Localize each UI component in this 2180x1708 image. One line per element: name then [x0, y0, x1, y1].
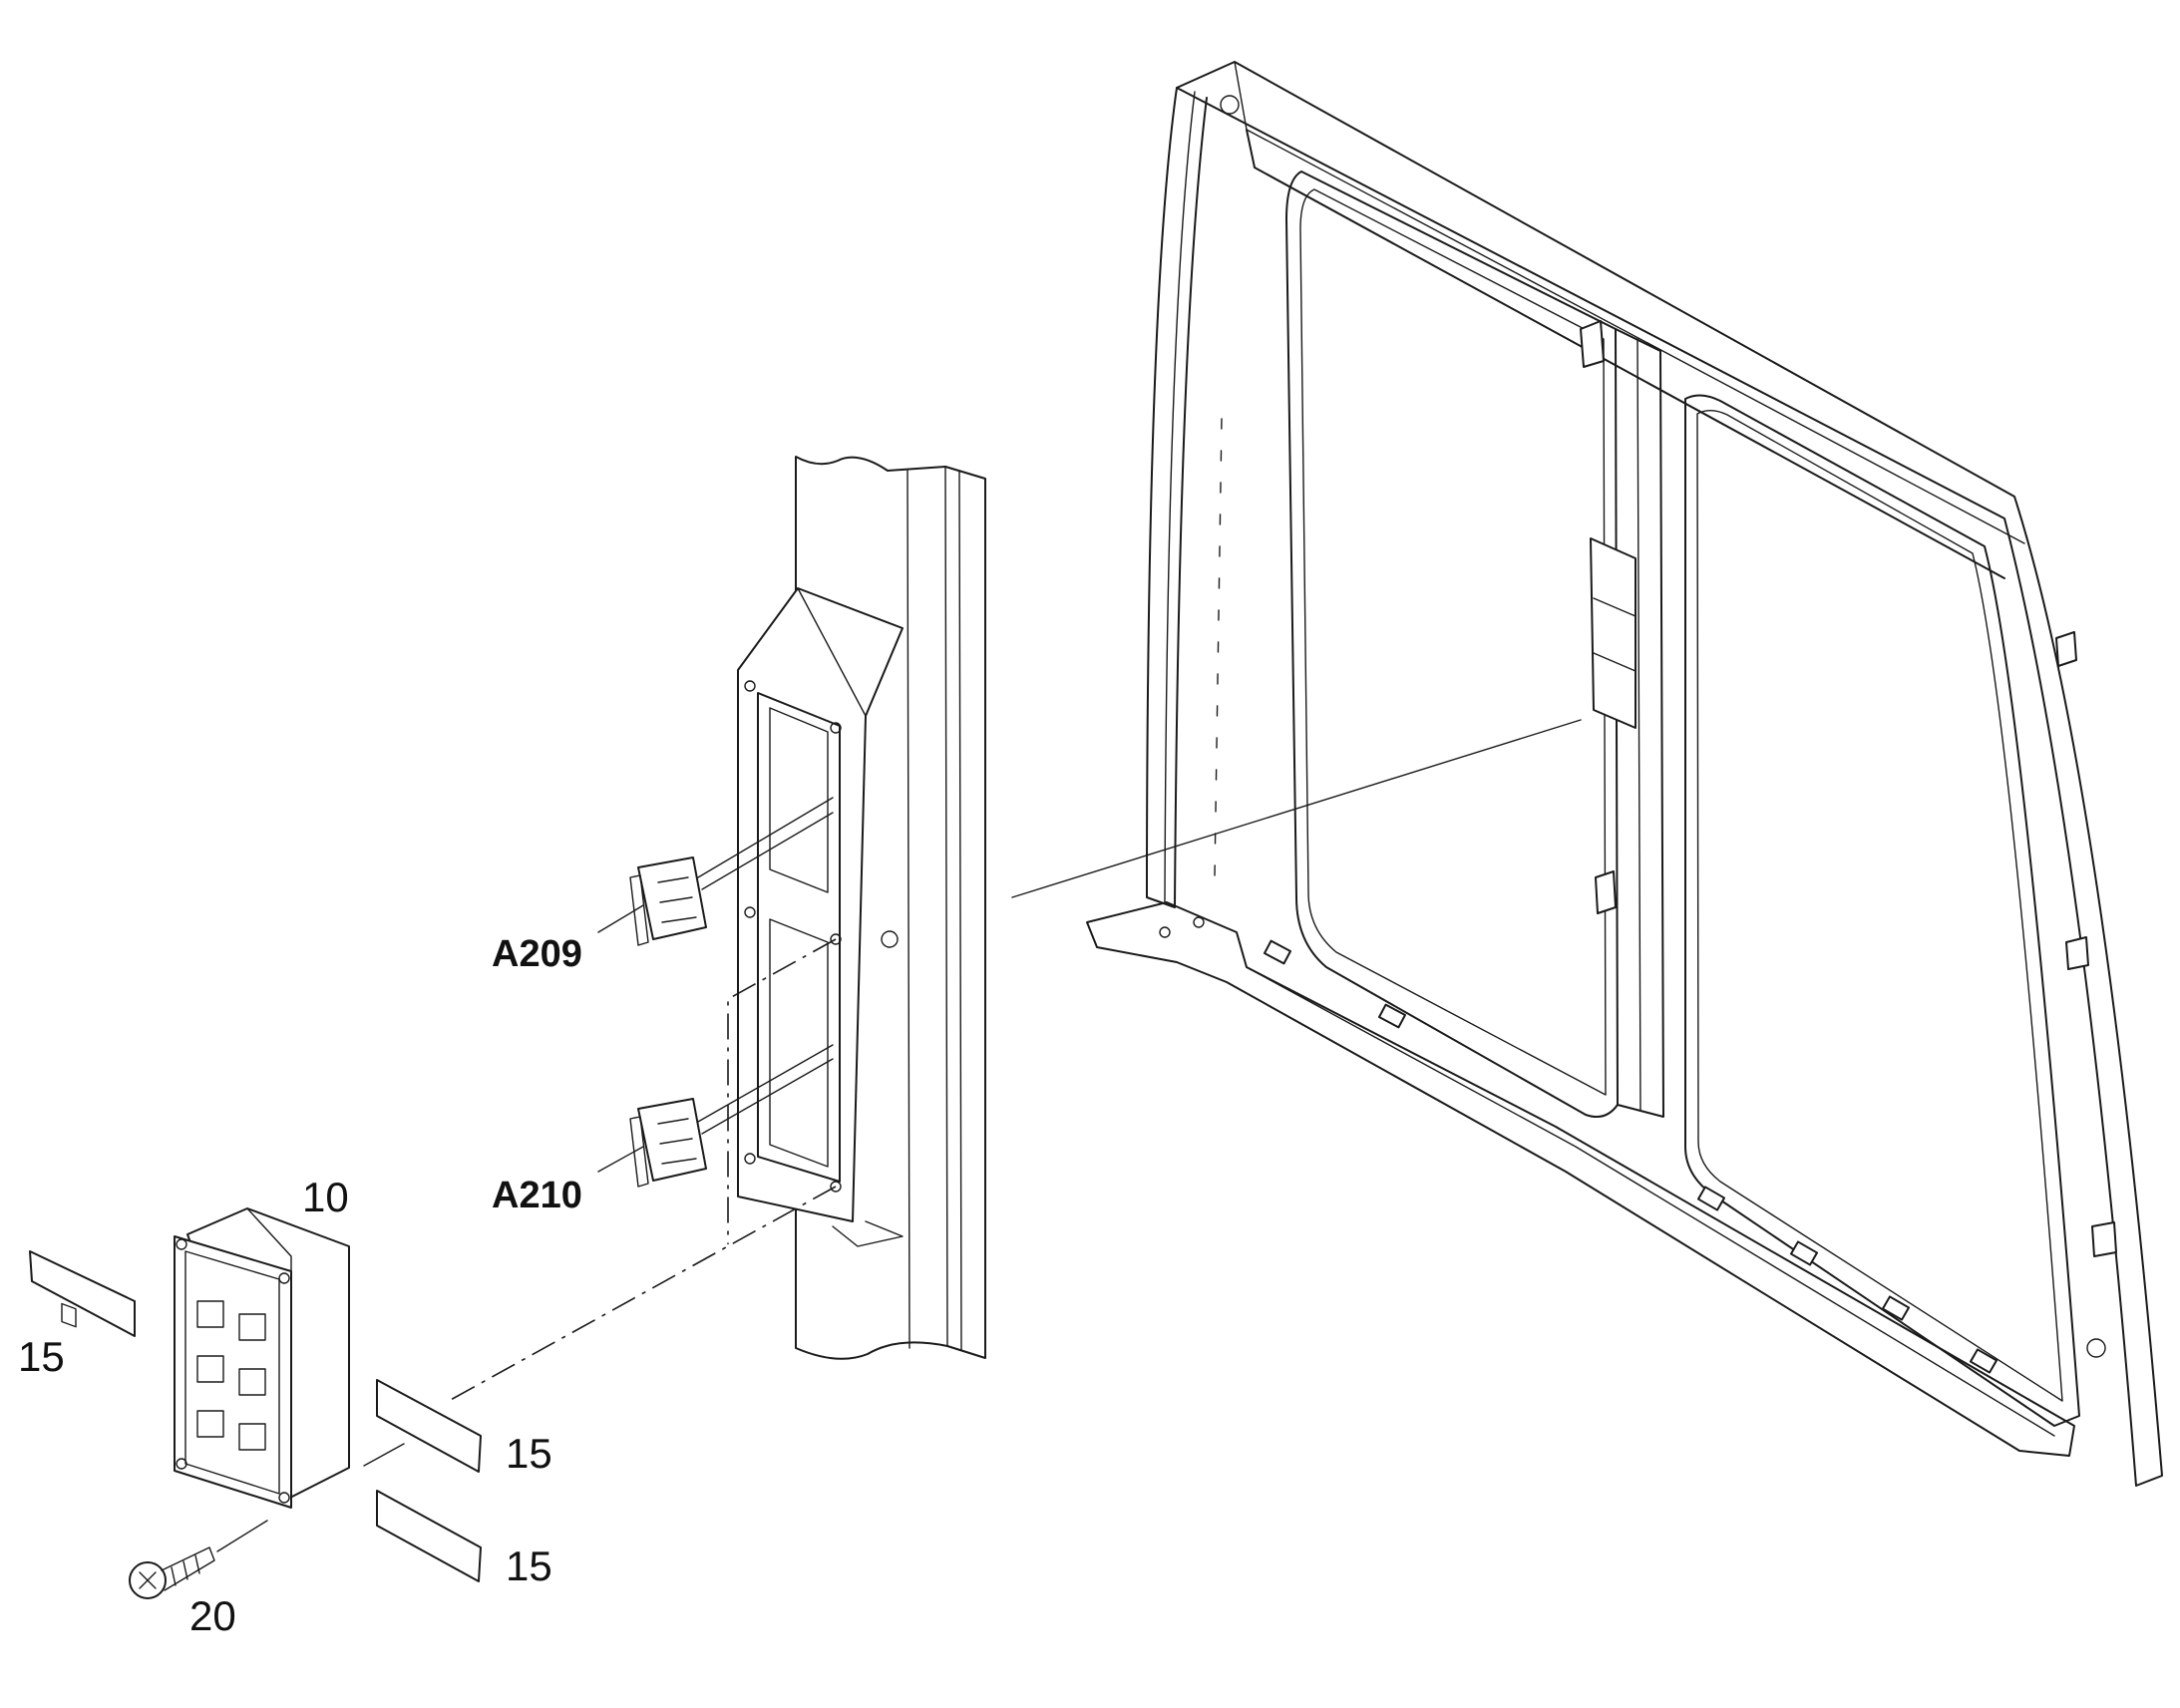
insert-15-mid	[376, 1379, 482, 1473]
callout-item-10: 10	[302, 1174, 349, 1220]
connector-a209	[629, 797, 834, 946]
callout-item-15-mid: 15	[506, 1430, 552, 1477]
insert-15-bottom	[376, 1490, 482, 1582]
callout-item-20: 20	[189, 1592, 236, 1639]
screw-20	[129, 1546, 215, 1599]
callout-a210: A210	[492, 1175, 582, 1216]
a209-leader	[597, 904, 644, 933]
pillar	[737, 456, 986, 1360]
switch-module	[174, 1207, 350, 1509]
connector-a210	[629, 1044, 834, 1188]
install-line-lower	[448, 1186, 837, 1402]
item-15-mid-leader	[363, 1443, 405, 1467]
frame-leader-line	[1011, 719, 1582, 898]
callout-a209: A209	[492, 933, 582, 975]
install-line-upper	[727, 938, 837, 1244]
cab-frame	[1086, 61, 2163, 1487]
a210-leader	[597, 1146, 644, 1173]
callout-item-15-bottom: 15	[506, 1542, 552, 1589]
callout-item-15-top: 15	[18, 1333, 65, 1380]
insert-15-top	[29, 1250, 136, 1337]
screw-leader	[216, 1520, 268, 1552]
